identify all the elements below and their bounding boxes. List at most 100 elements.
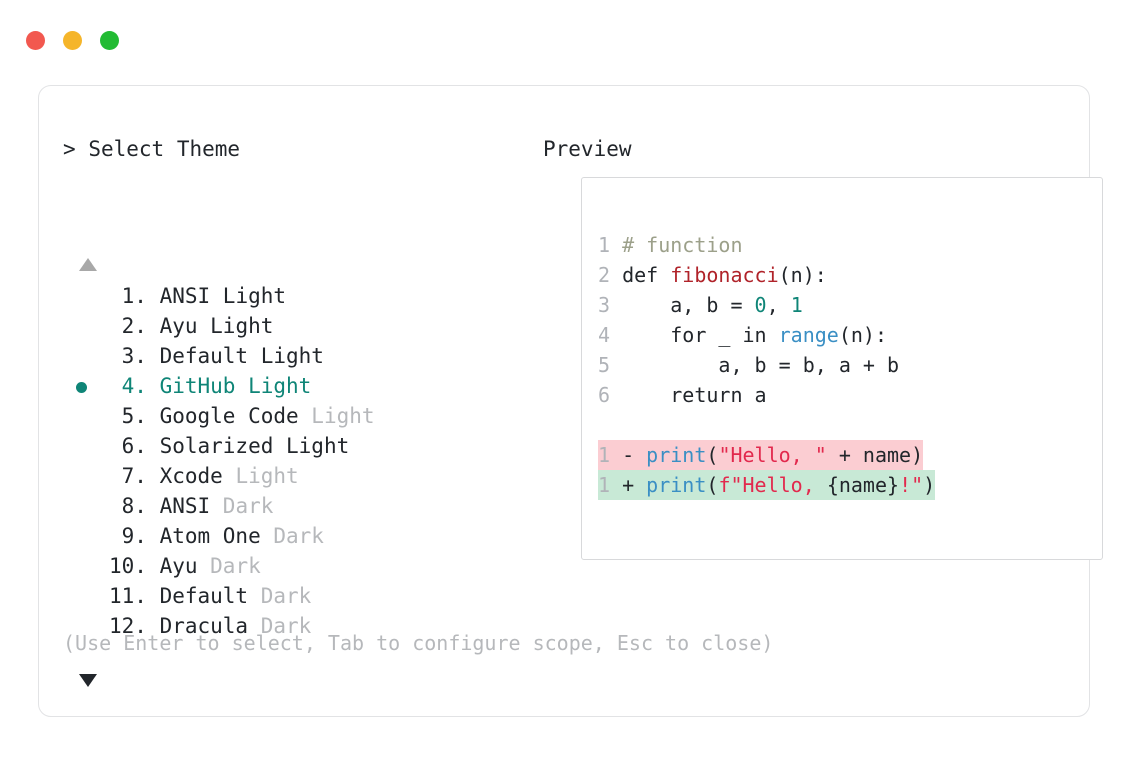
theme-list[interactable]: 1. ANSI Light 2. Ayu Light 3. Default Li… [63, 281, 533, 641]
code-token: a, b = [610, 293, 755, 317]
theme-item-label: 10. Ayu Dark [109, 551, 261, 581]
theme-item-variant: Dark [222, 494, 274, 518]
theme-item-label: 9. Atom One Dark [109, 521, 324, 551]
theme-item-number: 7. [109, 464, 160, 488]
theme-item-number: 10. [109, 554, 160, 578]
code-line: 5 a, b = b, a + b [598, 350, 899, 380]
code-token: , [766, 293, 791, 317]
line-number: 1 [598, 443, 611, 467]
code-token: return a [610, 383, 767, 407]
diff-removed-line: 1 - print("Hello, " + name) [598, 440, 924, 470]
theme-item-name: Dracula [159, 614, 261, 638]
theme-selector-card: > Select Theme 1. ANSI Light 2. Ayu Ligh… [38, 85, 1103, 717]
theme-item-label: 1. ANSI Light [109, 281, 286, 311]
line-number: 1 [598, 473, 611, 497]
theme-item-name: Atom One [159, 524, 274, 548]
theme-list-item[interactable]: 10. Ayu Dark [63, 551, 533, 581]
selected-bullet-icon [76, 382, 87, 393]
maximize-button[interactable] [100, 31, 119, 50]
diff-sign: - [610, 443, 647, 467]
minimize-button[interactable] [63, 31, 82, 50]
theme-item-variant: Light [260, 344, 324, 368]
theme-item-variant: Light [235, 464, 299, 488]
line-number: 2 [598, 263, 611, 287]
theme-item-name: ANSI [159, 284, 223, 308]
code-token: print [646, 473, 707, 497]
line-number: 1 [598, 233, 611, 257]
diff-row: 1 - print("Hello, " + name) [598, 440, 935, 470]
theme-item-name: Xcode [159, 464, 236, 488]
theme-item-name: Ayu [159, 554, 211, 578]
code-token: ( [706, 443, 719, 467]
code-token: (n): [778, 263, 827, 287]
theme-list-item[interactable]: 5. Google Code Light [63, 401, 533, 431]
theme-item-variant: Dark [260, 584, 312, 608]
code-line: 2 def fibonacci(n): [598, 260, 899, 290]
theme-list-item[interactable]: 2. Ayu Light [63, 311, 533, 341]
theme-item-variant: Light [311, 404, 375, 428]
theme-item-number: 9. [109, 524, 160, 548]
line-number: 6 [598, 383, 611, 407]
diff-block: 1 - print("Hello, " + name)1 + print(f"H… [598, 440, 936, 500]
scroll-up-icon[interactable] [79, 258, 97, 271]
code-token: def [610, 263, 671, 287]
theme-item-label: 3. Default Light [109, 341, 324, 371]
theme-item-number: 8. [109, 494, 160, 518]
code-token: for _ in [610, 323, 779, 347]
scroll-down-icon[interactable] [79, 674, 97, 687]
theme-list-item[interactable]: 6. Solarized Light [63, 431, 533, 461]
prompt-marker: > [63, 137, 76, 161]
code-line: 4 for _ in range(n): [598, 320, 899, 350]
page-title: > Select Theme [63, 134, 240, 164]
code-token: print [646, 443, 707, 467]
theme-item-number: 3. [109, 344, 160, 368]
theme-list-item[interactable]: 11. Default Dark [63, 581, 533, 611]
theme-item-label: 7. Xcode Light [109, 461, 299, 491]
code-token: {name} [826, 473, 900, 497]
theme-item-variant: Dark [210, 554, 261, 578]
theme-item-name: Default [159, 584, 261, 608]
theme-item-number: 2. [109, 314, 160, 338]
code-line: 3 a, b = 0, 1 [598, 290, 899, 320]
preview-title: Preview [543, 137, 632, 161]
theme-item-name: Default [159, 344, 261, 368]
theme-list-item[interactable]: 8. ANSI Dark [63, 491, 533, 521]
code-token: (n): [838, 323, 888, 347]
theme-item-label: 2. Ayu Light [109, 311, 274, 341]
theme-item-name: ANSI [159, 494, 223, 518]
theme-item-label: 5. Google Code Light [109, 401, 375, 431]
theme-list-item[interactable]: 12. Dracula Dark [63, 611, 533, 641]
theme-item-name: GitHub [159, 374, 249, 398]
line-number: 4 [598, 323, 611, 347]
theme-item-label: 8. ANSI Dark [109, 491, 274, 521]
theme-item-variant: Light [286, 434, 350, 458]
code-token: ) [923, 473, 936, 497]
theme-item-name: Google Code [159, 404, 312, 428]
code-token: !" [899, 473, 924, 497]
keyboard-hint: (Use Enter to select, Tab to configure s… [63, 631, 774, 655]
diff-row: 1 + print(f"Hello, {name}!") [598, 470, 936, 500]
theme-item-label: 6. Solarized Light [109, 431, 350, 461]
theme-item-label: 11. Default Dark [109, 581, 311, 611]
theme-item-label: 12. Dracula Dark [109, 611, 311, 641]
theme-item-name: Solarized [159, 434, 287, 458]
code-token: a, b = b, a + b [610, 353, 900, 377]
close-button[interactable] [26, 31, 45, 50]
theme-item-name: Ayu [159, 314, 211, 338]
line-number: 3 [598, 293, 611, 317]
theme-list-item[interactable]: 3. Default Light [63, 341, 533, 371]
theme-list-item[interactable]: 7. Xcode Light [63, 461, 533, 491]
code-token: + name) [826, 443, 924, 467]
line-number: 5 [598, 353, 611, 377]
theme-list-item[interactable]: 9. Atom One Dark [63, 521, 533, 551]
code-token: range [778, 323, 839, 347]
theme-item-number: 1. [109, 284, 160, 308]
theme-list-item[interactable]: 4. GitHub Light [63, 371, 533, 401]
theme-item-number: 12. [109, 614, 160, 638]
code-token: f"Hello, [718, 473, 827, 497]
theme-list-item[interactable]: 1. ANSI Light [63, 281, 533, 311]
theme-item-variant: Light [222, 284, 287, 308]
code-token: ( [706, 473, 719, 497]
theme-item-number: 6. [109, 434, 160, 458]
code-token: fibonacci [670, 263, 779, 287]
